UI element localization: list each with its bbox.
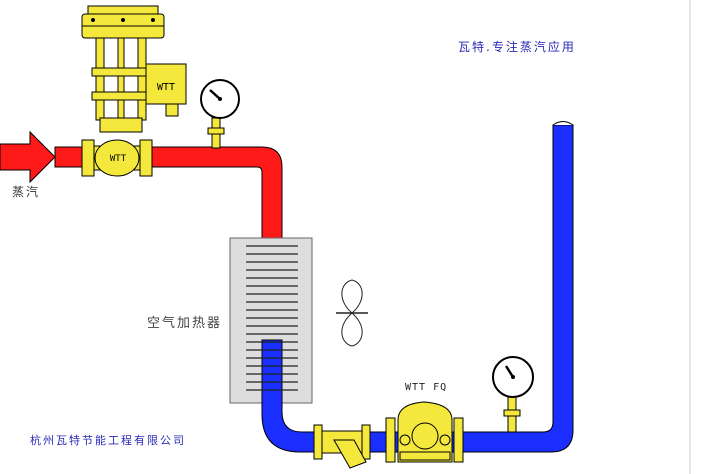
valve-body-brand: WTT [110, 154, 127, 164]
heater-fins [246, 245, 298, 391]
pressure-gauge-icon [200, 79, 240, 149]
slogan-text: 瓦特.专注蒸汽应用 [458, 40, 576, 54]
steam-inlet-arrow-icon [0, 130, 56, 184]
company-name: 杭州瓦特节能工程有限公司 [30, 434, 186, 447]
fan-icon [336, 279, 368, 347]
steam-trap-icon [385, 401, 464, 463]
pressure-gauge-icon [492, 356, 534, 433]
strainer-icon [313, 424, 371, 469]
positioner-brand: WTT [157, 82, 175, 93]
condensate-pipe [261, 121, 574, 453]
air-heater-label: 空气加热器 [147, 316, 223, 331]
control-valve-icon: WTT WTT [81, 5, 187, 177]
steam-trap-label: WTT FQ [405, 382, 448, 393]
steam-label: 蒸汽 [12, 185, 41, 199]
